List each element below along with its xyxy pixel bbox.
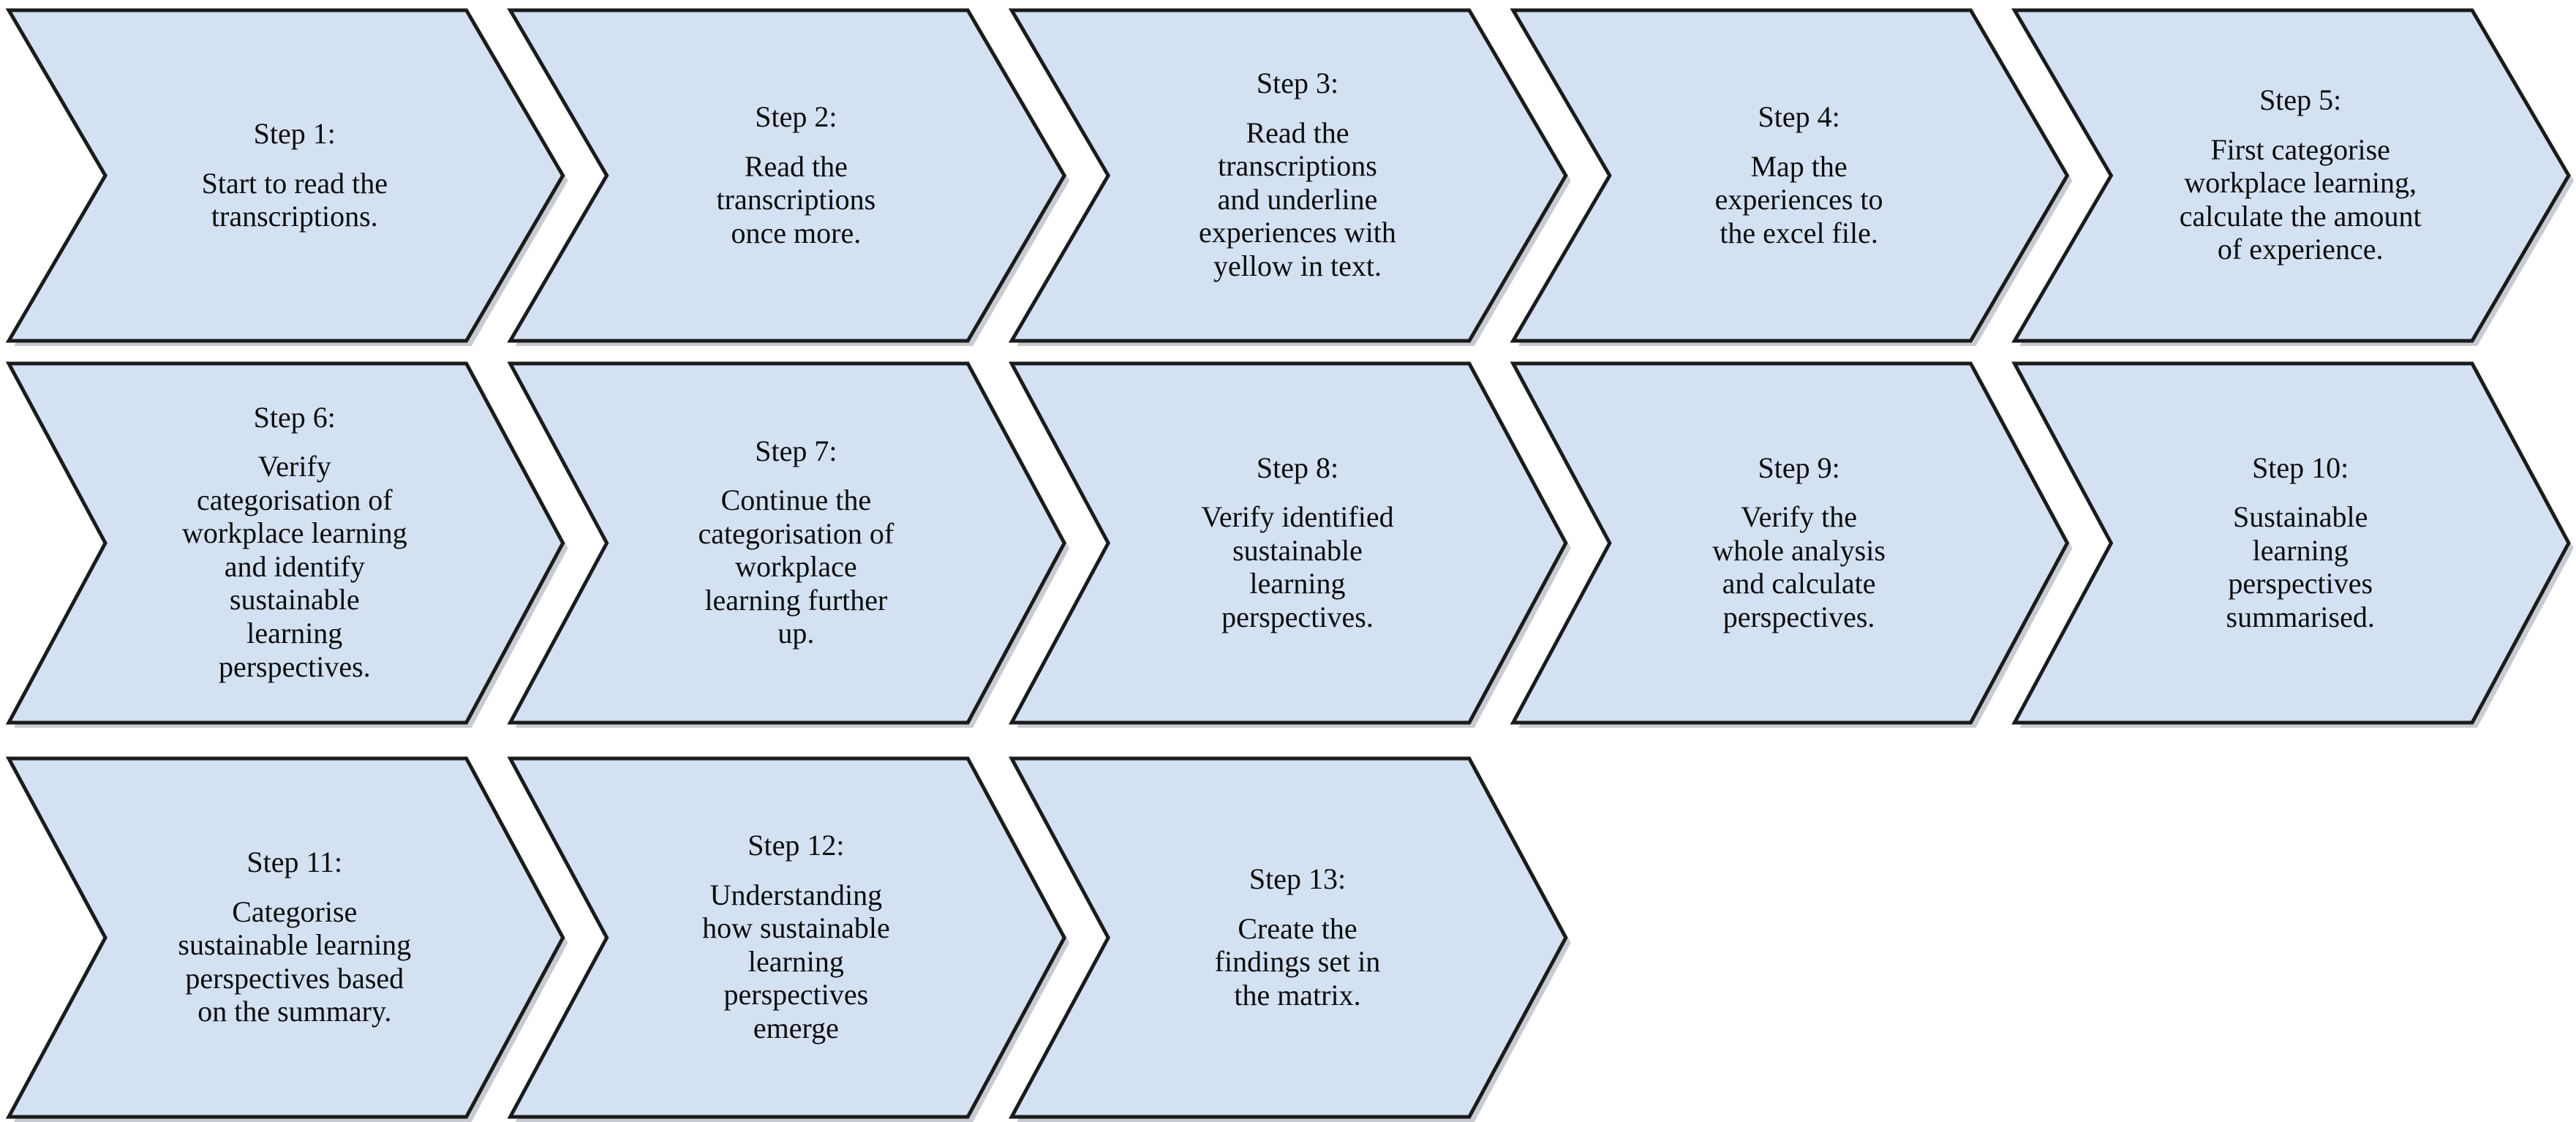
chevron-shape-step-9[interactable] [1510,361,2070,725]
chevron-shape-step-1[interactable] [5,8,565,343]
chevron-shape-step-5[interactable] [2011,8,2571,343]
chevron-shape-step-4[interactable] [1510,8,2070,343]
chevron-shape-step-6[interactable] [5,361,565,725]
chevron-shape-step-12[interactable] [507,756,1067,1119]
chevron-shape-step-10[interactable] [2011,361,2571,725]
chevron-shape-step-7[interactable] [507,361,1067,725]
chevron-shape-step-2[interactable] [507,8,1067,343]
chevron-shape-step-3[interactable] [1008,8,1568,343]
chevron-shape-step-11[interactable] [5,756,565,1119]
chevron-shape-step-8[interactable] [1009,361,1568,725]
chevron-shape-step-13[interactable] [1009,756,1568,1119]
